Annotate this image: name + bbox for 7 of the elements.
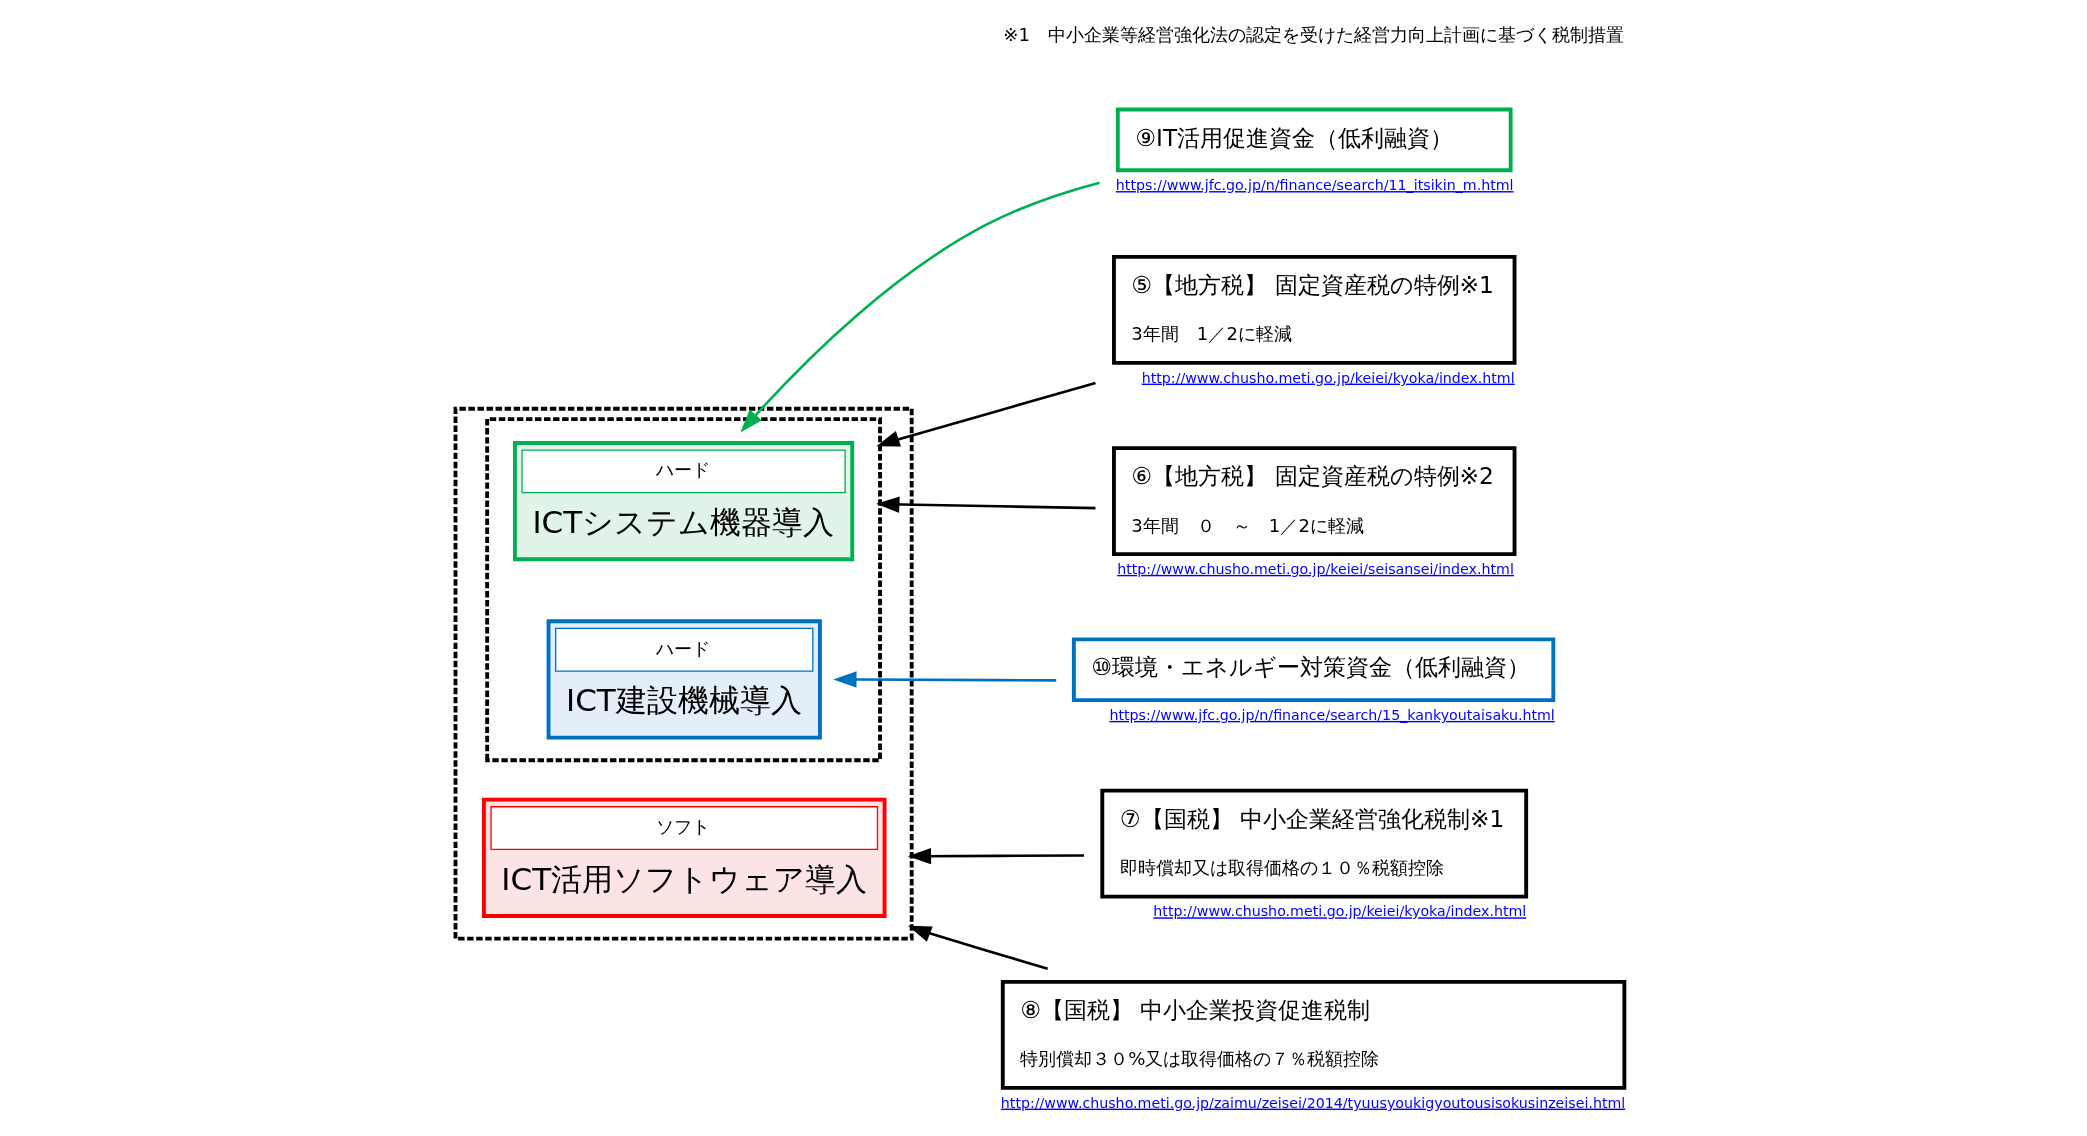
node-label: http://www.chusho.meti.go.jp/keiei/kyoka/index.html xyxy=(1141,369,1515,386)
node-label: http://www.chusho.meti.go.jp/keiei/kyoka/index.html xyxy=(1153,903,1527,920)
node-label: http://www.chusho.meti.go.jp/zaimu/zeisei/2014/tyuusyoukigyoutousisokusinzeisei.html xyxy=(1000,1094,1626,1111)
label: ※1 中小企業等経営強化法の認定を受けた経営力向上計画に基づく税制措置 xyxy=(1003,24,1624,46)
node-label: https://www.jfc.go.jp/n/finance/search/15_kankyoutaisaku.html xyxy=(1109,706,1555,723)
node-label: http://www.chusho.meti.go.jp/keiei/seisansei/index.html xyxy=(1117,560,1514,577)
node-label: https://www.jfc.go.jp/n/finance/search/11_itsikin_m.html xyxy=(1115,177,1514,194)
